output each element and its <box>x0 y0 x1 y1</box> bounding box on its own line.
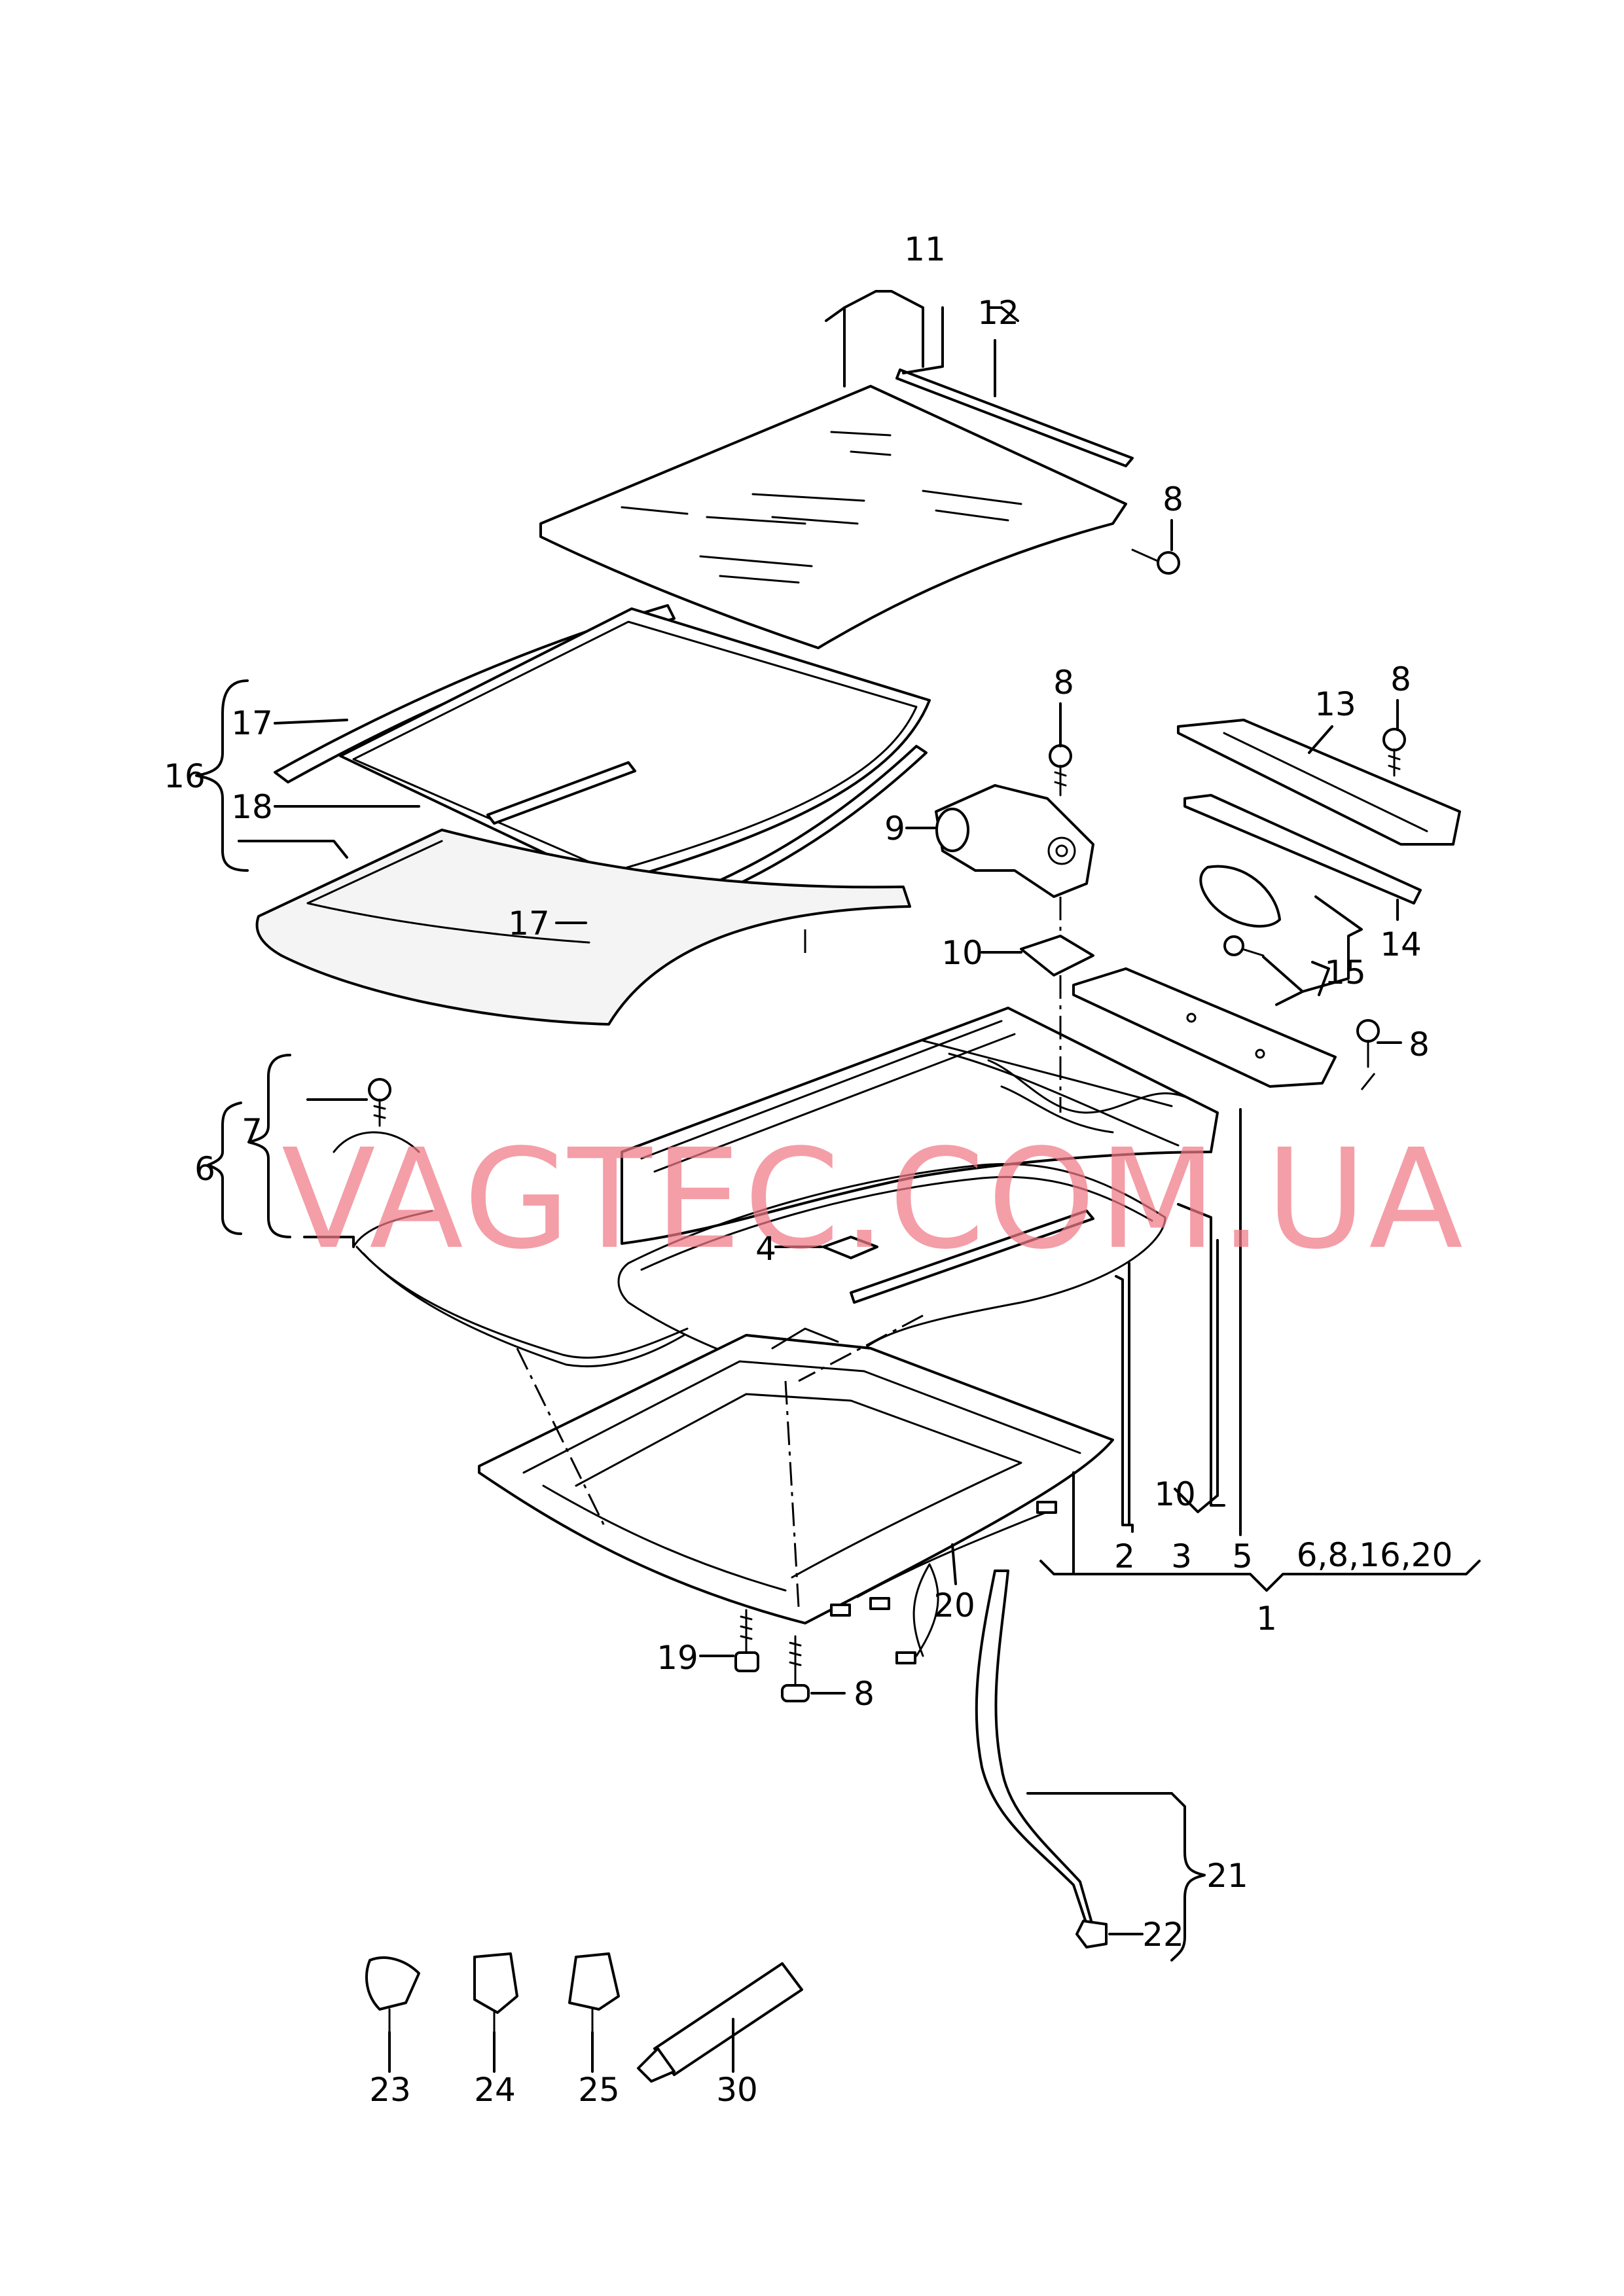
label-21: 21 <box>1206 1857 1248 1895</box>
label-6-8-16-20: 6,8,16,20 <box>1297 1536 1453 1574</box>
screw-15 <box>1223 935 1265 957</box>
screw-8-crossmember <box>1382 728 1406 777</box>
label-16: 16 <box>164 757 206 795</box>
label-4: 4 <box>755 1230 776 1268</box>
label-15: 15 <box>1324 954 1366 992</box>
label-19: 19 <box>657 1639 698 1677</box>
part-labels: 11 12 8 17 16 18 17 8 9 10 13 8 14 15 8 … <box>164 230 1453 2109</box>
rear-drain-hose <box>975 1570 1108 1948</box>
label-20: 20 <box>933 1587 975 1624</box>
clip-24 <box>473 1952 518 2034</box>
roof-reinforcement-frame <box>478 1327 1114 1624</box>
watermark: VAGTEC.COM.UA <box>281 1119 1466 1280</box>
leader-lines <box>195 290 1481 2073</box>
wiring-harness <box>830 1501 1057 1664</box>
label-3: 3 <box>1171 1537 1192 1575</box>
label-1: 1 <box>1256 1600 1277 1638</box>
label-7: 7 <box>242 1112 262 1150</box>
mechanism-rail <box>850 1210 1094 1304</box>
label-6: 6 <box>194 1150 215 1188</box>
label-10: 10 <box>941 934 983 972</box>
screw-8-top <box>1131 548 1180 575</box>
drive-motor <box>935 784 1094 898</box>
screw-8-motor <box>1049 744 1072 797</box>
label-11: 11 <box>904 230 946 268</box>
label-5: 5 <box>1232 1537 1253 1575</box>
label-24: 24 <box>474 2071 516 2109</box>
drain-seal <box>617 1162 1166 1395</box>
label-8-crossmember: 8 <box>1390 660 1411 698</box>
label-10-chevron: 10 <box>1154 1475 1196 1513</box>
label-8-motor: 8 <box>1053 664 1074 702</box>
front-drain-hose <box>333 1131 689 1367</box>
sunroof-frame <box>621 1007 1219 1245</box>
label-17-upper: 17 <box>231 704 273 742</box>
guide-rail <box>1183 794 1422 905</box>
label-30: 30 <box>716 2071 758 2109</box>
motor-bracket <box>1020 935 1094 977</box>
wind-deflector-strip <box>895 368 1134 467</box>
screw-7 <box>368 1078 391 1127</box>
label-25: 25 <box>578 2071 620 2109</box>
screw-8-bracket <box>1356 1019 1380 1068</box>
label-18: 18 <box>231 788 273 826</box>
rear-cross-member <box>1177 719 1461 846</box>
label-22: 22 <box>1142 1916 1184 1954</box>
label-8-top: 8 <box>1163 480 1183 518</box>
label-2: 2 <box>1114 1537 1135 1575</box>
clip-25 <box>568 1952 620 2034</box>
label-23: 23 <box>369 2071 411 2109</box>
label-12: 12 <box>977 294 1019 332</box>
clip-part-4 <box>822 1236 878 1259</box>
screw-19 <box>734 1609 759 1672</box>
screw-8-bottom <box>781 1635 810 1702</box>
label-8-bottom: 8 <box>854 1675 875 1713</box>
sealant-tube-30 <box>637 1962 803 2083</box>
label-9: 9 <box>884 810 905 848</box>
cover-cap <box>1199 865 1281 928</box>
label-13: 13 <box>1314 685 1356 723</box>
label-17-lower: 17 <box>508 905 550 942</box>
glass-panel <box>539 385 1127 649</box>
headliner-panel <box>255 829 911 1026</box>
label-14: 14 <box>1380 925 1422 963</box>
clip-23 <box>365 1956 420 2034</box>
wind-deflector-bracket <box>1072 967 1337 1088</box>
label-8-bracket: 8 <box>1409 1026 1430 1064</box>
